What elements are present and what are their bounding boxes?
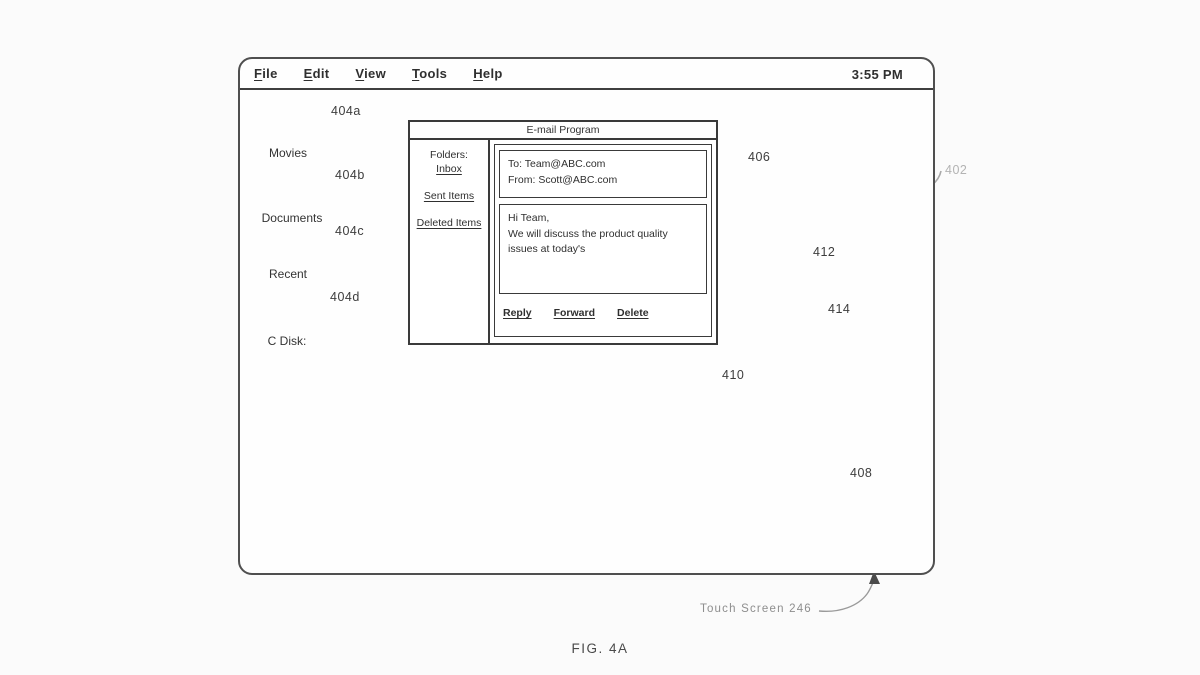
ref-410: 410 — [722, 368, 745, 382]
email-program-window: E-mail Program Folders: Inbox Sent Items… — [408, 120, 718, 345]
folders-pane: Folders: Inbox Sent Items Deleted Items — [410, 140, 490, 343]
email-window-titlebar: E-mail Program — [410, 122, 716, 140]
touch-screen-label: Touch Screen 246 — [700, 603, 812, 615]
menu-edit[interactable]: Edit — [303, 66, 330, 81]
ref-404a: 404a — [331, 104, 361, 118]
desktop-icon-label-cdisk[interactable]: C Disk: — [267, 334, 307, 348]
desktop-icon-label-movies[interactable]: Movies — [268, 146, 307, 160]
message-header: To: Team@ABC.com From: Scott@ABC.com — [499, 150, 707, 198]
menu-file[interactable]: File — [254, 66, 278, 81]
message-body: Hi Team, We will discuss the product qua… — [499, 204, 707, 294]
clock: 3:55 PM — [851, 67, 903, 82]
message-from-line: From: Scott@ABC.com — [508, 174, 618, 186]
menu-help[interactable]: Help — [473, 66, 503, 81]
ref-412: 412 — [813, 245, 836, 259]
ref-406: 406 — [748, 150, 771, 164]
desktop-icon-label-documents[interactable]: Documents — [261, 211, 323, 225]
delete-link[interactable]: Delete — [617, 307, 649, 319]
folder-link-deleted-items[interactable]: Deleted Items — [416, 217, 482, 229]
message-body-line: We will discuss the product quality — [508, 227, 668, 240]
message-actions: Reply Forward Delete — [503, 307, 703, 319]
menu-view[interactable]: View — [355, 66, 386, 81]
ref-414: 414 — [828, 302, 851, 316]
folder-link-inbox[interactable]: Inbox — [436, 163, 462, 175]
menu-tools[interactable]: Tools — [412, 66, 448, 81]
ref-404b: 404b — [335, 168, 365, 182]
figure-caption: FIG. 4A — [571, 641, 629, 656]
message-body-line: issues at today's — [508, 243, 586, 255]
ref-408: 408 — [850, 466, 873, 480]
folders-heading: Folders: — [430, 149, 468, 161]
reply-link[interactable]: Reply — [503, 307, 532, 319]
menu-bar: File Edit View Tools Help 3:55 PM — [240, 59, 933, 90]
folder-link-sent-items[interactable]: Sent Items — [423, 190, 475, 202]
message-container: To: Team@ABC.com From: Scott@ABC.com Hi … — [494, 144, 712, 337]
message-body-line: Hi Team, — [508, 212, 550, 224]
desktop-icon-label-recent[interactable]: Recent — [268, 267, 308, 281]
message-pane: To: Team@ABC.com From: Scott@ABC.com Hi … — [490, 140, 716, 343]
forward-link[interactable]: Forward — [553, 307, 596, 319]
ref-404c: 404c — [335, 224, 365, 238]
ref-404d: 404d — [330, 290, 360, 304]
ref-402: 402 — [945, 163, 968, 177]
message-to-line: To: Team@ABC.com — [508, 158, 606, 170]
touch-screen-pointer — [818, 571, 880, 613]
